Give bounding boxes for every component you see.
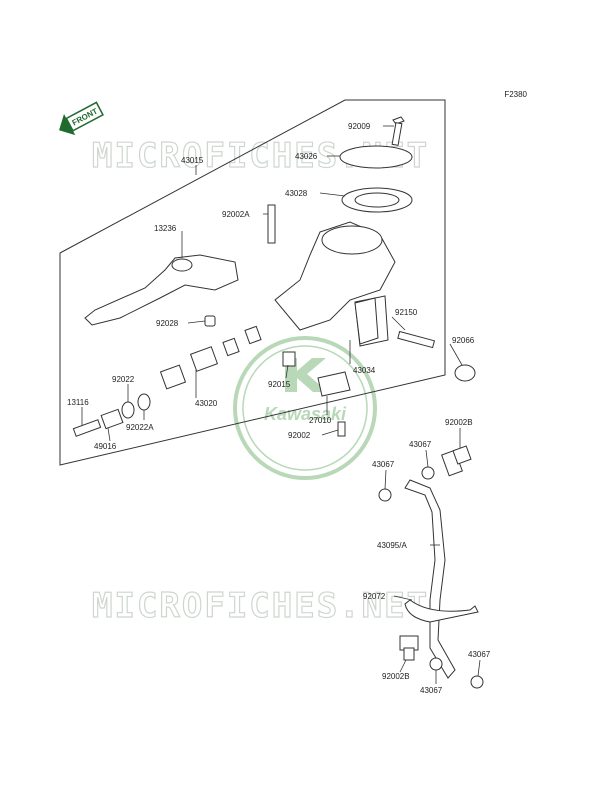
cap-92066 — [454, 364, 476, 382]
label-92022: 92022 — [112, 375, 135, 384]
screw-92009 — [391, 116, 405, 146]
label-43067-b: 43067 — [372, 460, 395, 469]
banjo-bolt-92002B-top — [441, 445, 472, 477]
lever-13236 — [84, 254, 239, 326]
banjo-bolt-92002B-bottom — [399, 635, 419, 661]
washer-43067-d — [470, 675, 484, 689]
label-92066: 92066 — [452, 336, 475, 345]
seal-92022A — [137, 393, 151, 411]
clamp-43034 — [354, 297, 379, 345]
label-92072: 92072 — [363, 592, 386, 601]
label-92009: 92009 — [348, 122, 371, 131]
boot-13116 — [100, 408, 124, 430]
label-92002A: 92002A — [222, 210, 250, 219]
switch-27010 — [317, 371, 351, 397]
bolt-92002A — [267, 204, 276, 244]
label-92002B-bottom: 92002B — [382, 672, 410, 681]
rod-49016 — [72, 419, 102, 437]
reservoir-cap-43026 — [339, 145, 413, 169]
washer-43067-c — [429, 657, 443, 671]
diagram-code: F2380 — [504, 90, 527, 99]
bolt-92150 — [397, 330, 436, 349]
assembly-outline — [59, 99, 446, 466]
pin-92028 — [204, 315, 216, 327]
label-92002: 92002 — [288, 431, 311, 440]
kawasaki-logo-icon — [285, 358, 328, 392]
watermark-bottom: MICROFICHES.NET — [92, 586, 429, 626]
label-43028: 43028 — [285, 189, 308, 198]
brake-hose-43095A — [404, 479, 456, 679]
kawasaki-logo-text: Kawasaki — [264, 404, 347, 424]
label-43026: 43026 — [295, 152, 318, 161]
kawasaki-logo: Kawasaki — [233, 336, 377, 480]
washer-43067-a — [421, 466, 435, 480]
collar-92015 — [282, 351, 296, 367]
label-13236: 13236 — [154, 224, 177, 233]
label-43067-a: 43067 — [409, 440, 432, 449]
label-43015: 43015 — [181, 156, 204, 165]
label-92150: 92150 — [395, 308, 418, 317]
label-43067-c: 43067 — [468, 650, 491, 659]
seal-92022 — [121, 401, 135, 419]
washer-43067-b — [378, 488, 392, 502]
label-92022A: 92022A — [126, 423, 154, 432]
label-43020: 43020 — [195, 399, 218, 408]
label-43067-d: 43067 — [420, 686, 443, 695]
label-27010: 27010 — [309, 416, 332, 425]
label-92028: 92028 — [156, 319, 179, 328]
leader-lines — [81, 125, 481, 684]
label-43095A: 43095/A — [377, 541, 407, 550]
piston-assembly-43020 — [159, 325, 262, 390]
part-labels: 92009 43026 43015 43028 92002A 13236 921… — [67, 122, 491, 695]
label-49016: 49016 — [94, 442, 117, 451]
label-43034: 43034 — [353, 366, 376, 375]
label-92015: 92015 — [268, 380, 291, 389]
screw-92002 — [337, 421, 346, 437]
label-92002B-top: 92002B — [445, 418, 473, 427]
label-13116: 13116 — [67, 398, 89, 407]
clamp-92072 — [404, 599, 479, 623]
front-arrow-icon: FRONT — [59, 101, 104, 136]
